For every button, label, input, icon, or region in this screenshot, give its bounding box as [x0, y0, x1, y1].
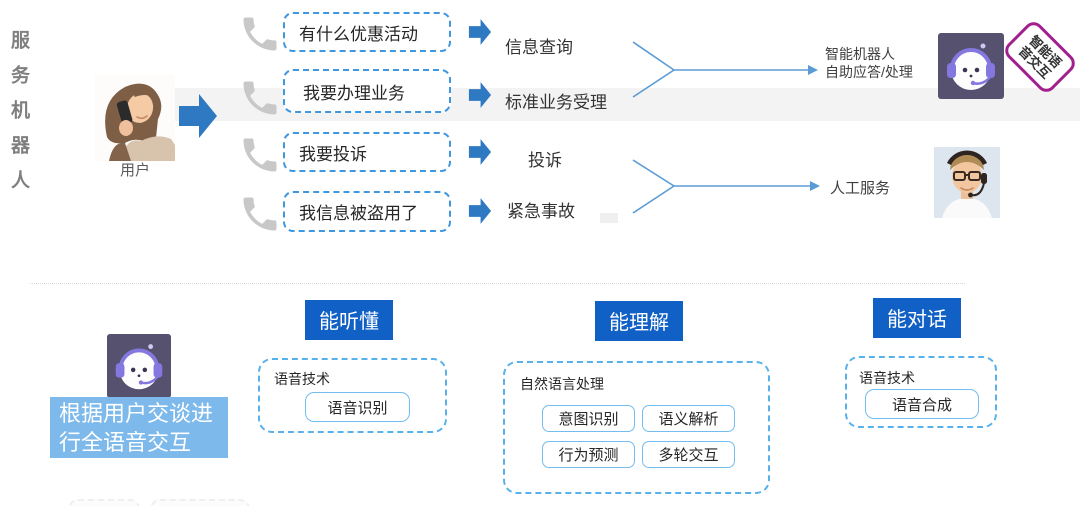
- phone-icon: [243, 197, 277, 231]
- robot-outcome-line1: 智能机器人: [825, 46, 895, 62]
- arrow-right-icon: [468, 139, 492, 165]
- robot-callout: 根据用户交谈进行全语音交互: [50, 397, 228, 458]
- category-label: 紧急事故: [507, 202, 575, 221]
- agent-photo: [934, 147, 1000, 218]
- cropped-fragment: [150, 499, 250, 506]
- background-fragment: [600, 213, 618, 223]
- page-title: 服务机器人: [8, 30, 29, 205]
- category-label: 投诉: [528, 151, 562, 170]
- capability-group-label: 语音技术: [274, 371, 330, 387]
- capability-group-label: 自然语言处理: [520, 376, 604, 392]
- category-label: 信息查询: [505, 38, 573, 57]
- human-outcome-label: 人工服务: [830, 180, 891, 197]
- utterance-text: 我要办理业务: [303, 83, 405, 103]
- capability-item: 语音识别: [305, 392, 410, 422]
- arrow-right-icon: [179, 94, 217, 138]
- robot-callout-text: 根据用户交谈进行全语音交互: [59, 401, 214, 455]
- robot-avatar-icon: [107, 334, 171, 398]
- robot-avatar-icon: [938, 33, 1004, 99]
- robot-outcome-label: 智能机器人 自助应答/处理: [825, 46, 913, 81]
- capability-group-label: 语音技术: [859, 370, 915, 386]
- utterance-box: 我要投诉: [283, 132, 451, 172]
- section-divider: [30, 283, 965, 284]
- capability-header-listen: 能听懂: [305, 300, 393, 340]
- utterance-box: 我要办理业务: [283, 69, 451, 113]
- capability-item: 语义解析: [642, 405, 735, 432]
- utterance-text: 有什么优惠活动: [299, 24, 418, 44]
- capability-header-converse: 能对话: [873, 298, 961, 338]
- capability-item: 行为预测: [542, 441, 635, 468]
- capability-group-voice-tech-2: 语音技术 语音合成: [845, 356, 997, 428]
- utterance-box: 有什么优惠活动: [283, 12, 451, 52]
- arrow-right-icon: [468, 19, 492, 45]
- user-photo: [95, 75, 175, 161]
- capability-item: 语音合成: [865, 389, 979, 419]
- capability-item: 意图识别: [542, 405, 635, 432]
- capability-group-voice-tech-1: 语音技术 语音识别: [258, 358, 447, 433]
- category-label: 标准业务受理: [505, 93, 607, 112]
- capability-item: 多轮交互: [642, 441, 735, 468]
- smart-voice-badge: 智能语音交互: [1001, 18, 1079, 96]
- phone-icon: [243, 81, 277, 115]
- capability-header-understand: 能理解: [595, 301, 683, 341]
- utterance-text: 我要投诉: [299, 144, 367, 164]
- user-label: 用户: [119, 162, 150, 179]
- arrow-right-icon: [468, 198, 492, 224]
- utterance-text: 我信息被盗用了: [299, 204, 418, 223]
- merge-arrows-icon: [632, 41, 820, 214]
- phone-icon: [243, 138, 277, 172]
- cropped-fragment: [68, 499, 140, 506]
- robot-outcome-line2: 自助应答/处理: [825, 63, 913, 80]
- utterance-box: 我信息被盗用了: [283, 191, 451, 232]
- arrow-right-icon: [468, 82, 492, 108]
- smart-voice-badge-label: 智能语音交互: [1015, 32, 1065, 82]
- capability-group-nlp: 自然语言处理 意图识别 语义解析 行为预测 多轮交互: [503, 361, 770, 494]
- phone-icon: [243, 17, 277, 51]
